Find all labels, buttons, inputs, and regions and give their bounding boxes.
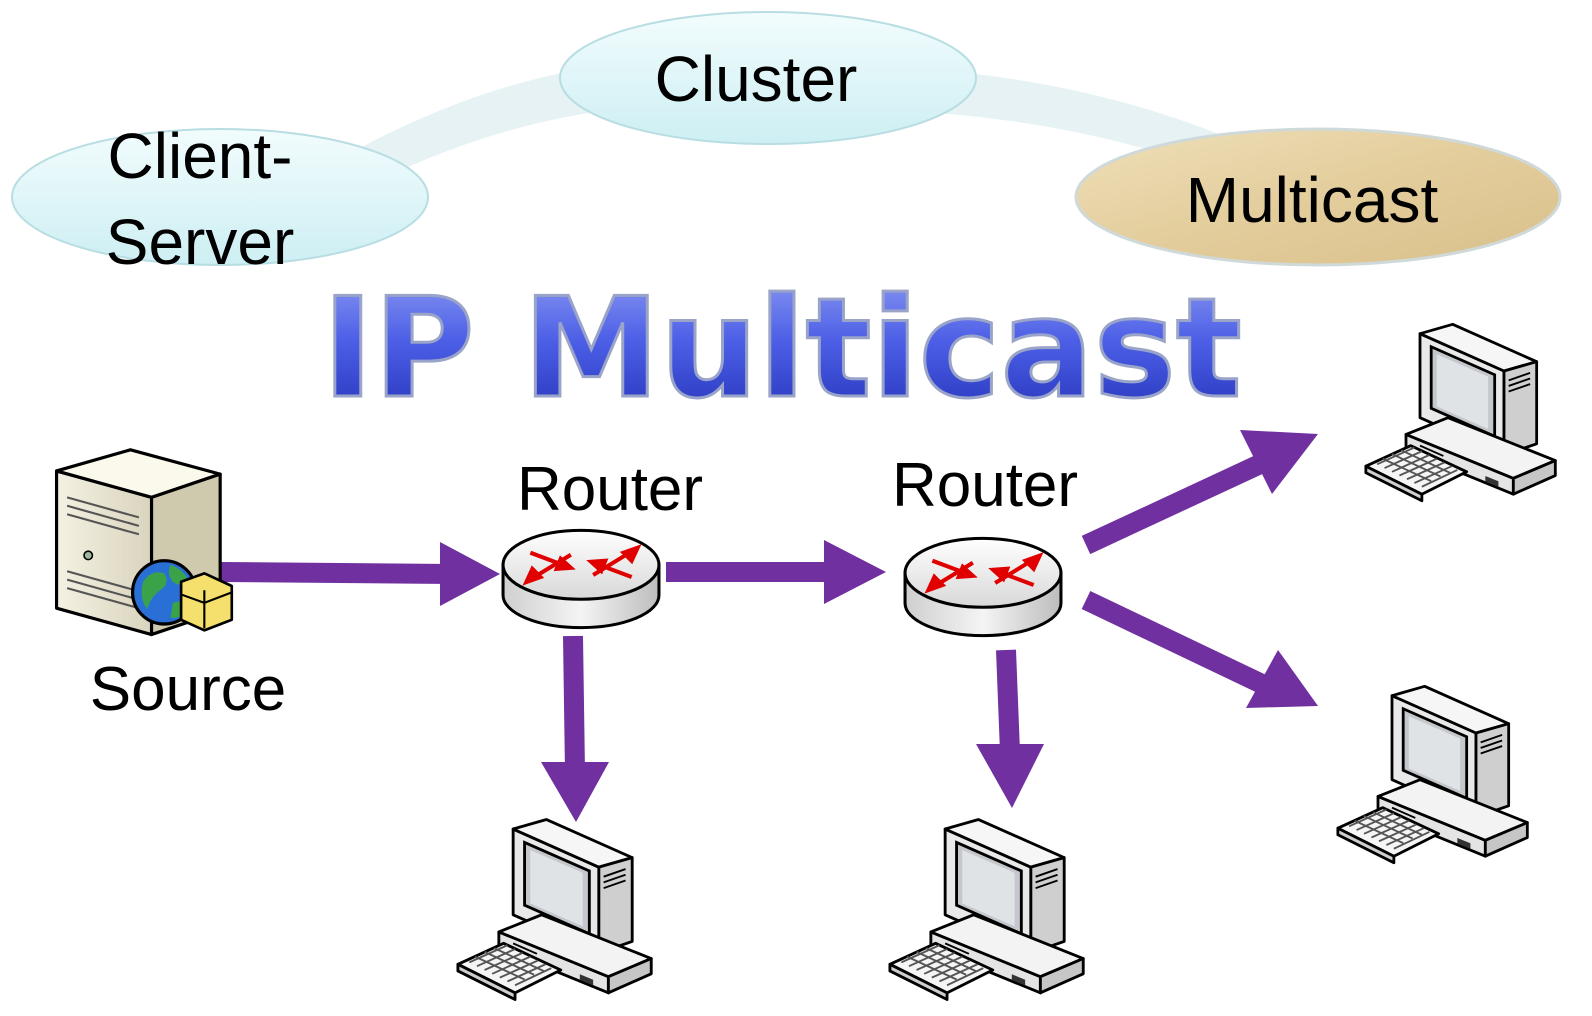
desktop-computer-icon xyxy=(888,817,1085,1002)
desktop-computer-icon xyxy=(456,817,653,1002)
arrowhead-client-4 xyxy=(1246,650,1318,708)
slide-title: IP Multicast xyxy=(322,268,1242,429)
arrow-router2-to-client-bottom xyxy=(996,649,1020,753)
arrow-router2-to-client-right xyxy=(1081,590,1267,694)
source-label: Source xyxy=(90,655,286,724)
arrowhead-client-1 xyxy=(541,762,609,822)
router-1-label: Router xyxy=(517,455,703,524)
step-cluster-label: Cluster xyxy=(655,43,858,115)
step-client-server-label-line1: Client- xyxy=(108,120,293,192)
step-multicast: Multicast xyxy=(1074,127,1562,267)
arrowhead-router2 xyxy=(824,540,886,604)
arrow-heads xyxy=(440,430,1318,822)
step-client-server-label-line2: Server xyxy=(106,206,295,278)
router-icon xyxy=(503,530,659,627)
server-globe-icon xyxy=(54,448,234,637)
router-2-label: Router xyxy=(892,451,1078,520)
multicast-flow-arrows xyxy=(219,455,1267,773)
arrow-source-to-router1 xyxy=(219,562,453,584)
step-client-server: Client- Server xyxy=(11,120,429,278)
step-multicast-label: Multicast xyxy=(1186,164,1439,236)
router-icon xyxy=(905,538,1061,635)
arrowhead-client-3 xyxy=(1240,430,1318,494)
arrowhead-router1 xyxy=(440,542,500,606)
arrow-router2-to-client-top-right xyxy=(1081,455,1263,555)
arrowhead-client-2 xyxy=(976,744,1044,808)
arrow-router1-to-client xyxy=(563,635,585,773)
step-cluster: Cluster xyxy=(559,11,977,145)
process-flow-band xyxy=(320,61,1300,205)
desktop-computer-icon xyxy=(1336,684,1529,865)
desktop-computer-icon xyxy=(1364,322,1557,503)
